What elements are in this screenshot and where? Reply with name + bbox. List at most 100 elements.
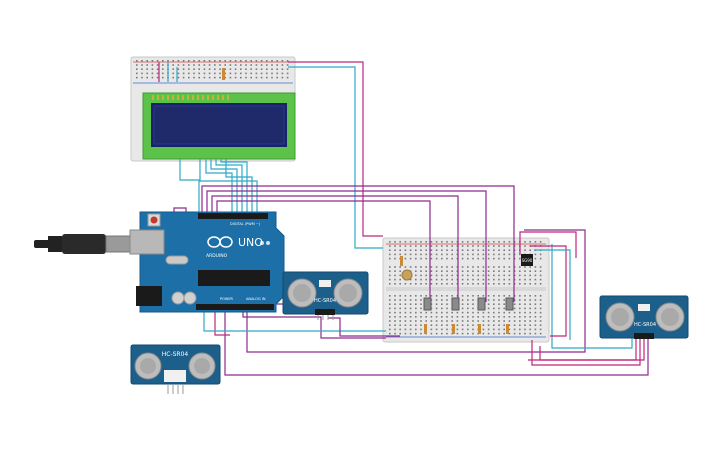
breadboard-hole bbox=[389, 249, 391, 251]
breadboard-hole bbox=[477, 311, 479, 314]
breadboard-hole bbox=[430, 328, 433, 331]
breadboard-hole bbox=[172, 68, 174, 70]
breadboard-hole bbox=[519, 278, 521, 281]
breadboard-hole bbox=[420, 274, 422, 277]
breadboard-hole bbox=[472, 295, 474, 297]
breadboard-hole bbox=[136, 76, 138, 79]
breadboard-hole bbox=[451, 320, 453, 322]
lcd-pin bbox=[167, 95, 169, 100]
breadboard-hole bbox=[487, 257, 490, 260]
breadboard-hole bbox=[446, 324, 448, 326]
breadboard-button-2[interactable] bbox=[451, 297, 460, 311]
breadboard-hole bbox=[420, 328, 422, 331]
breadboard-hole bbox=[467, 307, 469, 310]
breadboard-hole bbox=[271, 72, 273, 75]
breadboard-hole bbox=[508, 283, 511, 285]
breadboard-hole bbox=[456, 328, 459, 331]
breadboard-hole bbox=[389, 266, 391, 268]
breadboard-hole bbox=[503, 320, 505, 322]
breadboard-hole bbox=[188, 68, 190, 70]
breadboard-hole bbox=[240, 64, 242, 66]
breadboard-hole bbox=[456, 316, 459, 318]
breadboard-hole bbox=[467, 320, 469, 322]
breadboard-hole bbox=[519, 328, 521, 331]
breadboard-hole bbox=[420, 324, 422, 326]
breadboard-hole bbox=[224, 68, 226, 70]
lcd-pin bbox=[157, 95, 159, 100]
right-breadboard-holes bbox=[389, 241, 542, 335]
breadboard-hole bbox=[260, 68, 263, 70]
breadboard-hole bbox=[451, 270, 453, 272]
wire-bb-top bbox=[519, 231, 577, 258]
breadboard-hole bbox=[467, 311, 469, 314]
breadboard-hole bbox=[534, 270, 537, 272]
breadboard-hole bbox=[487, 332, 490, 335]
wire-ard-bottom2 bbox=[246, 229, 586, 353]
breadboard-hole bbox=[435, 266, 438, 268]
breadboard-hole bbox=[477, 245, 479, 247]
breadboard-hole bbox=[245, 64, 247, 66]
breadboard-hole bbox=[524, 328, 526, 331]
breadboard-hole bbox=[487, 320, 490, 322]
breadboard-hole bbox=[415, 332, 417, 335]
breadboard-hole bbox=[493, 324, 495, 326]
breadboard-button-4[interactable] bbox=[505, 297, 514, 311]
breadboard-hole bbox=[441, 320, 443, 322]
breadboard-hole bbox=[482, 311, 485, 314]
breadboard-hole bbox=[519, 324, 521, 326]
breadboard-hole bbox=[441, 274, 443, 277]
breadboard-hole bbox=[409, 311, 412, 314]
breadboard-hole bbox=[508, 249, 511, 251]
breadboard-hole bbox=[446, 332, 448, 335]
usb-cable-icon bbox=[34, 240, 50, 248]
lcd-pin bbox=[202, 95, 204, 100]
breadboard-hole bbox=[441, 324, 443, 326]
breadboard-hole bbox=[399, 299, 401, 301]
breadboard-hole bbox=[415, 274, 417, 277]
breadboard-hole bbox=[493, 253, 495, 256]
breadboard-hole bbox=[487, 241, 490, 243]
breadboard-hole bbox=[529, 278, 531, 281]
breadboard-hole bbox=[162, 76, 164, 79]
wire-ard-p2 bbox=[206, 190, 487, 302]
breadboard-hole bbox=[260, 60, 263, 62]
breadboard-hole bbox=[482, 266, 485, 268]
breadboard-hole bbox=[399, 249, 401, 251]
breadboard-hole bbox=[477, 257, 479, 260]
breadboard-hole bbox=[508, 253, 511, 256]
breadboard-hole bbox=[451, 274, 453, 277]
breadboard-hole bbox=[151, 76, 154, 79]
breadboard-hole bbox=[404, 311, 407, 314]
breadboard-hole bbox=[224, 60, 226, 62]
breadboard-hole bbox=[529, 320, 531, 322]
breadboard-button-3[interactable] bbox=[477, 297, 486, 311]
breadboard-hole bbox=[172, 76, 174, 79]
breadboard-hole bbox=[461, 324, 464, 326]
breadboard-hole bbox=[389, 270, 391, 272]
breadboard-hole bbox=[404, 316, 407, 318]
breadboard-hole bbox=[477, 270, 479, 272]
wire-bb-right2 bbox=[534, 249, 571, 340]
breadboard-hole bbox=[266, 60, 268, 62]
breadboard-hole bbox=[472, 249, 474, 251]
breadboard-hole bbox=[498, 266, 500, 268]
breadboard-hole bbox=[446, 241, 448, 243]
breadboard-hole bbox=[446, 303, 448, 305]
breadboard-hole bbox=[394, 266, 396, 268]
breadboard-button-1[interactable] bbox=[423, 297, 432, 311]
breadboard-hole bbox=[534, 328, 537, 331]
breadboard-hole bbox=[219, 60, 221, 62]
breadboard-hole bbox=[467, 283, 469, 285]
breadboard-hole bbox=[156, 60, 159, 62]
breadboard-hole bbox=[430, 245, 433, 247]
breadboard-hole bbox=[508, 328, 511, 331]
breadboard-hole bbox=[482, 316, 485, 318]
breadboard-hole bbox=[508, 270, 511, 272]
breadboard-hole bbox=[519, 270, 521, 272]
breadboard-hole bbox=[409, 320, 412, 322]
breadboard-hole bbox=[415, 257, 417, 260]
breadboard-hole bbox=[461, 270, 464, 272]
breadboard-hole bbox=[276, 60, 278, 62]
breadboard-hole bbox=[467, 295, 469, 297]
breadboard-hole bbox=[430, 320, 433, 322]
